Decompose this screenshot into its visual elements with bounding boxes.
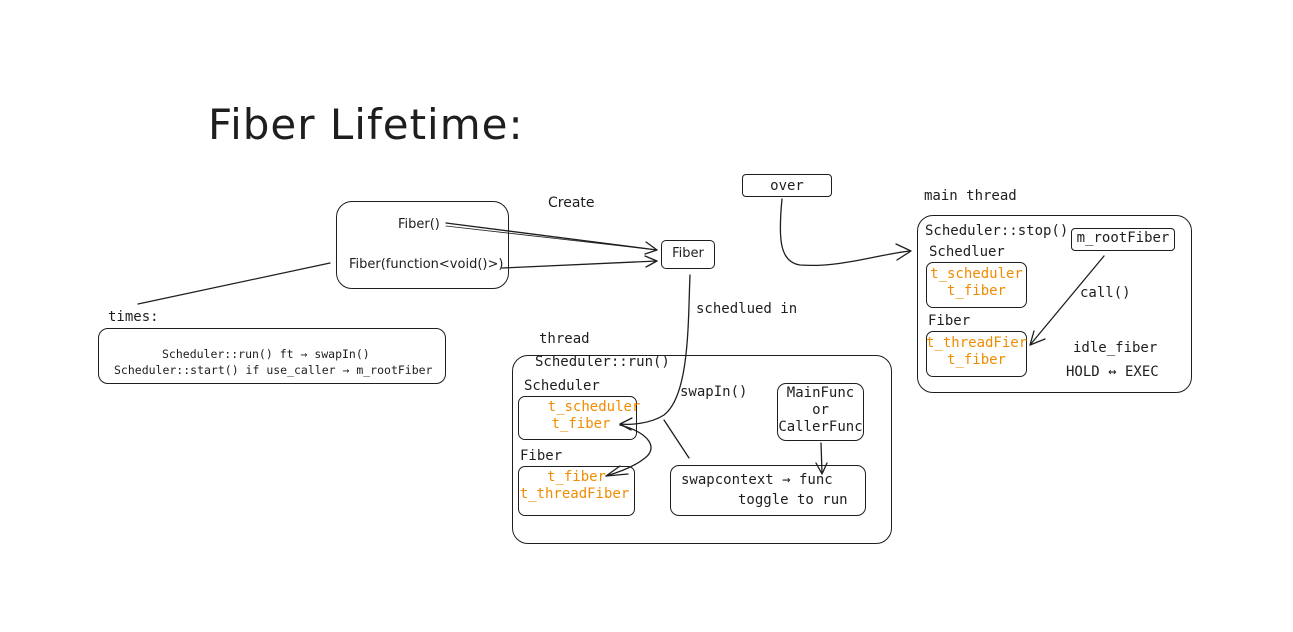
create-arrow-1-head [644, 241, 658, 255]
root-fiber-label: m_rootFiber [1076, 230, 1170, 246]
swapcontext-line-2: toggle to run [738, 492, 848, 508]
fiber-node [661, 240, 715, 269]
diagram-title: Fiber Lifetime: [208, 100, 524, 149]
times-line-2: Scheduler::start() if use_caller → m_roo… [114, 363, 433, 377]
over-arrow [779, 198, 911, 267]
over-box [742, 174, 832, 197]
root-fiber-box [1071, 228, 1175, 251]
mainfunc-line-1: MainFunc [786, 385, 855, 401]
mainfunc-box [777, 383, 864, 441]
thread-scheduler-var-2: t_fiber [551, 416, 611, 432]
mainfunc-line-3: CallerFunc [778, 419, 863, 435]
schedlued-in-label: schedlued in [696, 301, 798, 317]
idle-fiber-label: idle_fiber [1073, 340, 1158, 356]
hold-exec-label: HOLD ↔ EXEC [1066, 364, 1159, 380]
main-thread-panel [917, 215, 1192, 393]
main-scheduler-var-2: t_fiber [946, 283, 1006, 299]
create-arrow-2 [501, 260, 658, 269]
main-fiber-label: Fiber [928, 313, 971, 329]
thread-fiber-box [518, 466, 635, 516]
thread-fiber-label: Fiber [520, 448, 563, 464]
main-fiber-var-1: t_threadFier [926, 335, 1028, 351]
mainfunc-line-2: or [812, 402, 829, 418]
swapin-label: swapIn() [680, 384, 748, 400]
create-arrow-2-head [644, 255, 658, 268]
fiber-node-label: Fiber [672, 246, 704, 261]
constructors-box [336, 201, 509, 289]
create-label: Create [548, 195, 595, 211]
main-scheduler-label: Schedluer [929, 244, 1005, 260]
times-box [98, 328, 446, 384]
thread-fiber-var-1: t_fiber [546, 469, 606, 485]
over-arrow-head [895, 243, 912, 261]
times-label: times: [108, 309, 159, 325]
swapcontext-box [670, 465, 866, 516]
constructor-default: Fiber() [398, 217, 440, 232]
swapcontext-line-1: swapcontext → func [681, 472, 833, 488]
times-line-1: Scheduler::run() ft → swapIn() [162, 347, 370, 361]
thread-fiber-var-2: t_threadFiber [519, 486, 630, 502]
times-connector [137, 262, 331, 305]
constructor-with-func: Fiber(function<void()>) [349, 257, 504, 272]
thread-panel-title: Scheduler::run() [535, 354, 670, 370]
thread-scheduler-var-1: t_scheduler [547, 399, 641, 415]
over-label: over [770, 178, 804, 194]
main-scheduler-box [926, 262, 1027, 308]
call-label: call() [1080, 285, 1131, 301]
main-fiber-box [926, 331, 1027, 377]
thread-scheduler-label: Scheduler [524, 378, 600, 394]
main-panel-title: Scheduler::stop() [925, 223, 1069, 239]
thread-panel [512, 355, 892, 544]
main-scheduler-var-1: t_scheduler [930, 266, 1023, 282]
main-thread-label: main thread [924, 188, 1017, 204]
thread-label: thread [539, 331, 590, 347]
main-fiber-var-2: t_fiber [946, 352, 1006, 368]
